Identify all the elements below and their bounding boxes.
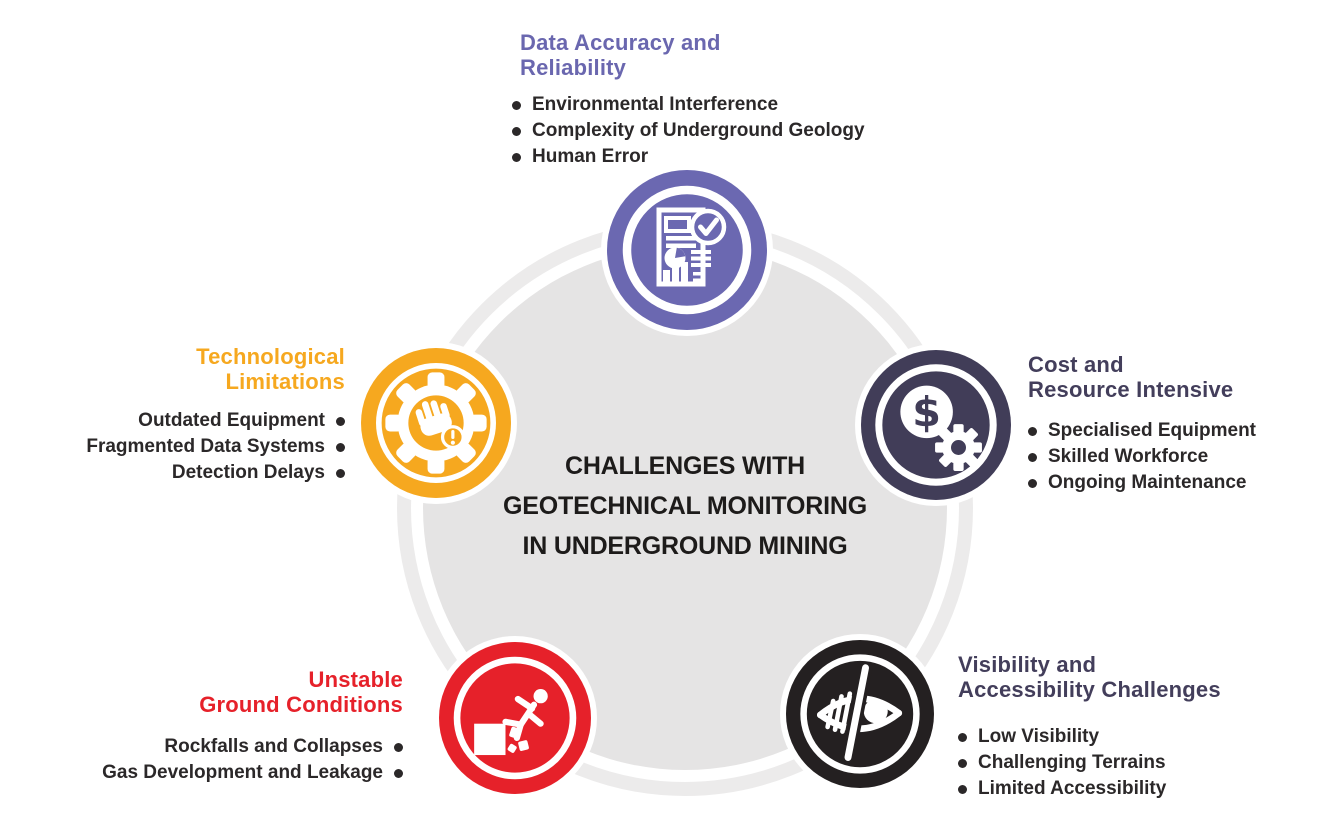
bullet-dot — [336, 468, 345, 478]
list-item: Challenging Terrains — [958, 750, 1308, 776]
report-check-icon — [607, 170, 767, 330]
list-item: Specialised Equipment — [1028, 418, 1323, 444]
list-item: Gas Development and Leakage — [28, 760, 403, 786]
list-item: Skilled Workforce — [1028, 444, 1323, 470]
bullet-dot — [512, 126, 521, 136]
list-item: Limited Accessibility — [958, 776, 1308, 802]
section-unstable-ground: Unstable Ground Conditions Rockfalls and… — [28, 667, 403, 786]
list-item: Low Visibility — [958, 724, 1308, 750]
section-heading: Cost and Resource Intensive — [1028, 352, 1234, 402]
bullet-dot — [958, 758, 967, 768]
section-cost-resource: Cost and Resource Intensive Specialised … — [1028, 352, 1323, 496]
list-item: Complexity of Underground Geology — [512, 118, 942, 144]
svg-text:$: $ — [912, 388, 941, 436]
section-heading: Unstable Ground Conditions — [199, 667, 403, 717]
bullet-list: Environmental Interference Complexity of… — [512, 92, 942, 170]
diagram-title-line: IN UNDERGROUND MINING — [522, 532, 848, 560]
bullet-dot — [1028, 426, 1037, 436]
bullet-dot — [958, 732, 967, 742]
section-heading: Visibility and Accessibility Challenges — [958, 652, 1221, 702]
bullet-list: Low Visibility Challenging Terrains Limi… — [958, 724, 1308, 802]
gear-hand-icon — [361, 348, 511, 498]
section-heading: Technological Limitations — [196, 344, 345, 394]
list-item: Detection Delays — [20, 460, 345, 486]
bullet-dot — [394, 768, 403, 778]
bullet-dot — [1028, 478, 1037, 488]
bullet-list: Rockfalls and Collapses Gas Development … — [28, 734, 403, 786]
section-visibility-accessibility: Visibility and Accessibility Challenges … — [958, 652, 1308, 802]
bullet-dot — [1028, 452, 1037, 462]
bullet-list: Specialised Equipment Skilled Workforce … — [1028, 418, 1323, 496]
bullet-dot — [512, 152, 521, 162]
list-item: Outdated Equipment — [20, 408, 345, 434]
dollar-gear-icon: $ — [861, 350, 1011, 500]
list-item: Human Error — [512, 144, 942, 170]
bullet-dot — [512, 100, 521, 110]
list-item: Environmental Interference — [512, 92, 942, 118]
bullet-list: Outdated Equipment Fragmented Data Syste… — [20, 408, 345, 486]
bullet-dot — [394, 742, 403, 752]
bullet-dot — [336, 416, 345, 426]
section-heading: Data Accuracy and Reliability — [520, 30, 721, 80]
bullet-dot — [336, 442, 345, 452]
section-data-accuracy: Data Accuracy and Reliability Environmen… — [512, 30, 942, 170]
section-technological-limitations: Technological Limitations Outdated Equip… — [20, 344, 345, 486]
falling-rocks-icon — [439, 642, 591, 794]
diagram-title: CHALLENGES WITH GEOTECHNICAL MONITORING … — [425, 446, 945, 566]
list-item: Fragmented Data Systems — [20, 434, 345, 460]
diagram-title-line: GEOTECHNICAL MONITORING — [503, 492, 867, 520]
eye-hidden-icon — [786, 640, 934, 788]
list-item: Rockfalls and Collapses — [28, 734, 403, 760]
list-item: Ongoing Maintenance — [1028, 470, 1323, 496]
diagram-title-line: CHALLENGES WITH — [564, 452, 806, 480]
bullet-dot — [958, 784, 967, 794]
